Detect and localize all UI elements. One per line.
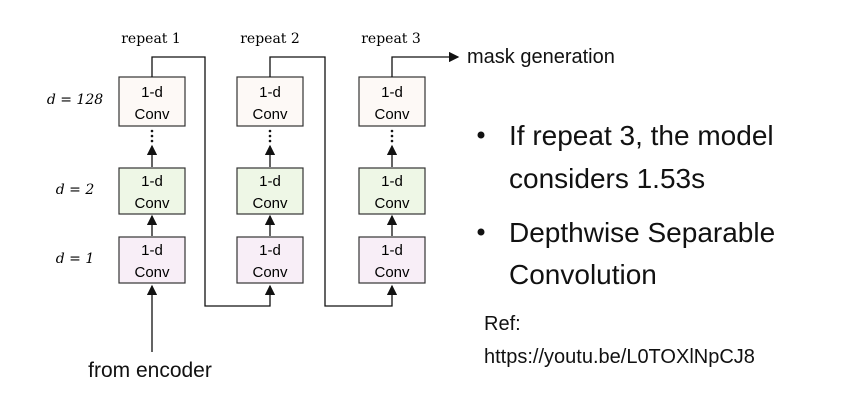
bullet-1-line-1: If repeat 3, the model <box>509 120 774 151</box>
conv-box-label-line2: Conv <box>134 106 170 123</box>
bullet-list: If repeat 3, the model considers 1.53s D… <box>477 120 775 290</box>
conv-box-bottom <box>358 236 426 284</box>
reference-url: https://youtu.be/L0TOXlNpCJ8 <box>484 346 755 368</box>
conv-box-label-line2: Conv <box>252 264 288 281</box>
column-label-repeat-3: repeat 3 <box>361 31 421 47</box>
conv-box-label-line1: 1-d <box>141 84 163 101</box>
column-label-repeat-2: repeat 2 <box>240 31 300 47</box>
conv-box-top <box>358 76 426 127</box>
ellipsis-dots <box>150 129 394 143</box>
conv-box-middle <box>236 167 304 215</box>
input-label: from encoder <box>88 359 212 382</box>
dilation-label-2: d = 2 <box>56 182 95 198</box>
reference-label: Ref: <box>484 313 521 335</box>
column-3: 1-d Conv 1-d Conv 1-d Conv <box>358 76 426 284</box>
conv-box-label-line2: Conv <box>134 195 170 212</box>
conv-box-label-line1: 1-d <box>259 242 281 259</box>
column-label-repeat-1: repeat 1 <box>121 31 181 47</box>
conv-box-label-line1: 1-d <box>141 242 163 259</box>
dilation-label-1: d = 1 <box>56 251 95 267</box>
bullet-1-line-2: considers 1.53s <box>509 163 705 194</box>
conv-box-label-line2: Conv <box>374 106 410 123</box>
conv-box-label-line2: Conv <box>252 106 288 123</box>
conv-box-label-line2: Conv <box>374 195 410 212</box>
conv-box-label-line1: 1-d <box>141 173 163 190</box>
conv-box-bottom <box>118 236 186 284</box>
conv-box-middle <box>358 167 426 215</box>
conv-box-label-line2: Conv <box>134 264 170 281</box>
connector-repeat2-to-repeat3 <box>269 56 398 307</box>
conv-box-label-line1: 1-d <box>259 173 281 190</box>
bullet-dot <box>477 228 485 236</box>
conv-box-middle <box>118 167 186 215</box>
output-label: mask generation <box>467 46 615 68</box>
conv-box-top <box>118 76 186 127</box>
column-2: 1-d Conv 1-d Conv 1-d Conv <box>236 76 304 284</box>
conv-box-label-line2: Conv <box>252 195 288 212</box>
conv-box-label-line1: 1-d <box>381 84 403 101</box>
connector-repeat1-to-repeat2 <box>151 56 276 307</box>
bullet-2-line-1: Depthwise Separable <box>509 217 775 248</box>
output-arrow <box>391 51 460 77</box>
bullet-dot <box>477 131 485 139</box>
conv-box-label-line1: 1-d <box>259 84 281 101</box>
column-1: 1-d Conv 1-d Conv 1-d Conv <box>118 76 186 284</box>
connectors <box>146 51 460 352</box>
conv-box-top <box>236 76 304 127</box>
dilation-label-128: d = 128 <box>47 92 103 108</box>
conv-box-label-line1: 1-d <box>381 173 403 190</box>
conv-box-bottom <box>236 236 304 284</box>
conv-box-label-line1: 1-d <box>381 242 403 259</box>
conv-box-label-line2: Conv <box>374 264 410 281</box>
bullet-2-line-2: Convolution <box>509 259 657 290</box>
